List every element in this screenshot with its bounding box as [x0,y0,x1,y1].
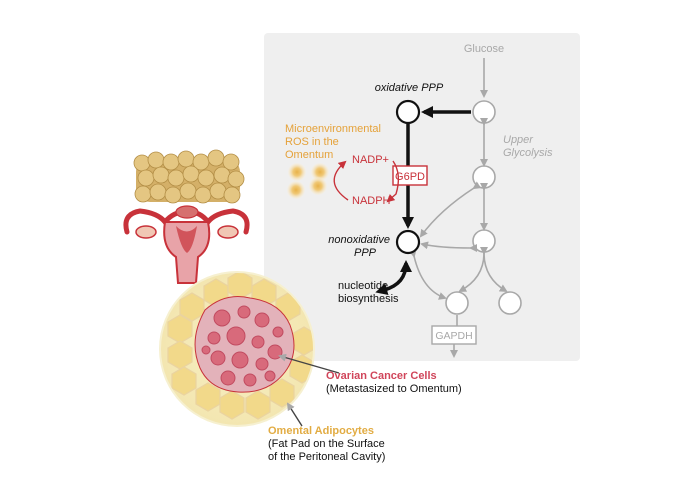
ros-particles [287,163,329,199]
nonoxidative-ppp-node [395,229,421,255]
nadph-label: NADPH [352,195,391,207]
nucleotide-label-1: nucleotide [338,280,388,292]
uterus-illustration [123,205,250,284]
glycolysis-node-5 [498,291,522,315]
upper-glycolysis-label-2: Glycolysis [503,147,553,159]
nucleotide-label-2: biosynthesis [338,293,399,305]
g6pd-box [392,165,428,186]
nonoxidative-ppp-label-2: PPP [354,247,377,259]
cancer-subtitle: (Metastasized to Omentum) [326,383,462,395]
exchange-arrow-bottom [408,249,447,300]
g6pd-label: G6PD [395,171,425,183]
cancer-pointer [278,353,340,374]
tissue-magnification [159,271,315,427]
omentum-illustration [133,149,245,204]
gapdh-label: GAPDH [435,330,472,342]
nadp-to-nadph-arrow [386,160,400,203]
upper-glycolysis-label-1: Upper [503,134,534,146]
nadp-plus-label: NADP+ [352,154,389,166]
ros-label-2: ROS in the [285,136,339,148]
glycolysis-arrow-3-5 [483,252,508,293]
tumor-mass [194,296,295,393]
glycolysis-node-3 [472,229,496,253]
adipocyte-subtitle-1: (Fat Pad on the Surface [268,438,385,450]
adipocyte-title: Omental Adipocytes [268,425,374,437]
adipocyte-subtitle-2: of the Peritoneal Cavity) [268,451,385,463]
exchange-arrow-upper [419,181,482,238]
ros-label-3: Omentum [285,149,333,161]
glycolysis-node-4 [445,291,469,315]
exchange-arrow-lower [420,241,478,253]
cancer-title: Ovarian Cancer Cells [326,370,437,382]
oxidative-ppp-label: oxidative PPP [375,82,444,94]
glucose-label: Glucose [464,43,504,55]
glycolysis-node-2 [472,165,496,189]
nadph-to-nadp-arrow [333,160,349,201]
nonoxidative-ppp-label-1: nonoxidative [328,234,390,246]
nucleotide-biosynthesis-arrow [375,260,412,295]
glycolysis-node-1 [472,100,496,124]
ros-label-1: Microenvironmental [285,123,381,135]
adipocyte-pointer [286,402,303,427]
oxidative-ppp-node [395,99,421,125]
